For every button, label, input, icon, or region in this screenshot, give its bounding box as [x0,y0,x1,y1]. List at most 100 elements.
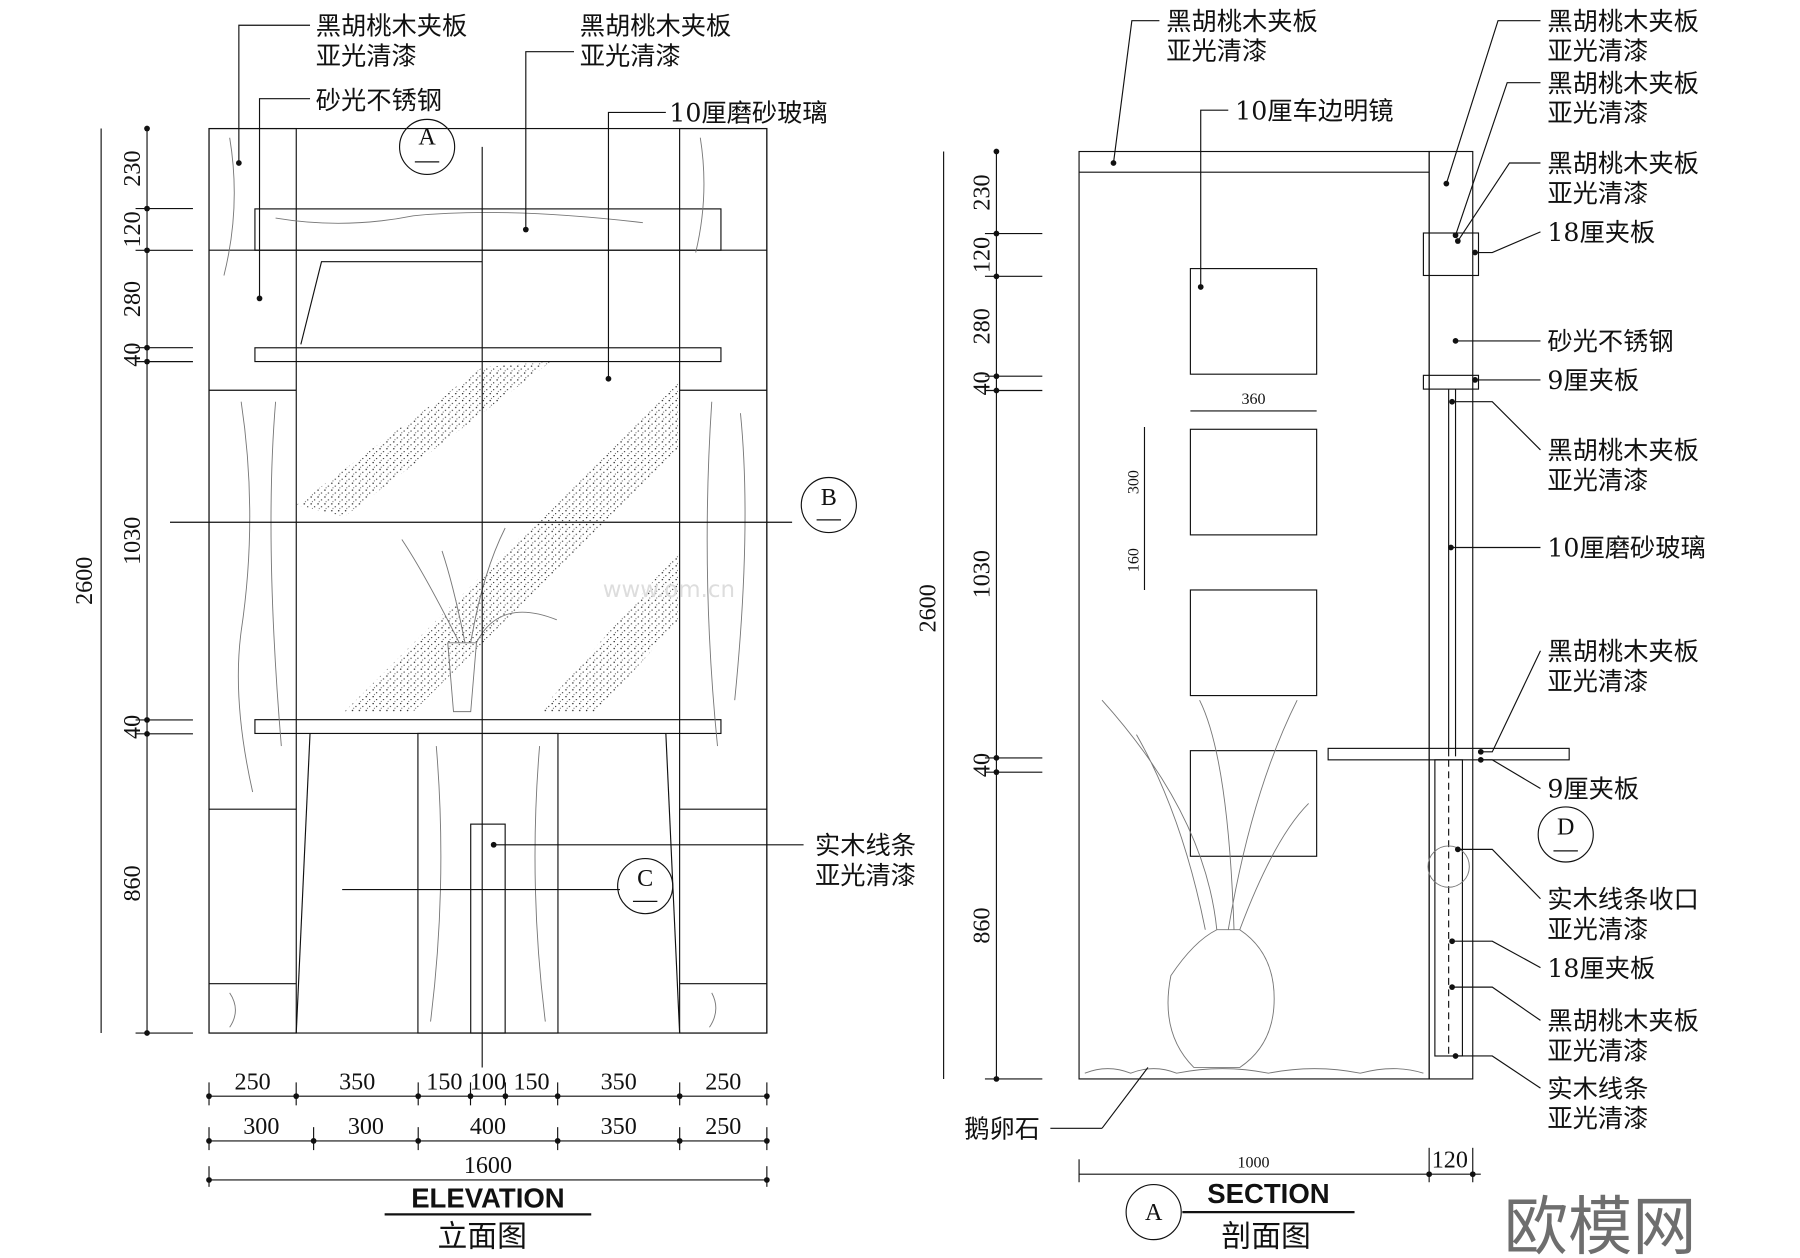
dim-label: 280 [120,281,146,317]
section-right-label: 9厘夹板 [1547,366,1639,395]
dim-label: 250 [235,1069,271,1095]
dim-label: 250 [705,1114,741,1140]
marker-a[interactable] [398,118,456,176]
dim-label: 860 [120,865,146,901]
label-lacquer-2: 亚光清漆 [580,41,681,70]
section-depth: 120 [1432,1147,1468,1173]
section-view: D — 黑胡桃木夹板亚光清漆黑胡桃木夹板亚光清漆黑胡桃木夹板亚光清漆18厘夹板砂… [916,7,1706,1255]
marker-a-label: A [418,125,436,151]
section-right-label: 黑胡桃木夹板 [1547,637,1699,666]
mirror-panel [1189,428,1318,536]
mirror-height: 300 [1126,470,1143,494]
section-label-pebbles: 鹅卵石 [964,1114,1040,1143]
watermark-url: www.om.cn [603,577,735,603]
mirror-gap: 160 [1126,548,1143,572]
marker-c-sub: — [632,887,658,913]
dim-label: 1030 [970,550,996,598]
marker-d[interactable] [1537,806,1594,863]
label-glass: 10厘磨砂玻璃 [669,99,827,128]
dim-label: 1030 [120,517,146,565]
dim-label: 150 [426,1069,462,1095]
dim-label: 860 [970,907,996,943]
section-right-label: 亚光清漆 [1547,915,1648,944]
marker-d-sub: — [1553,836,1579,862]
label-walnut-1: 黑胡桃木夹板 [316,11,468,40]
section-right-label: 亚光清漆 [1547,1036,1648,1065]
marker-c[interactable] [617,857,674,915]
marker-a-sub: — [414,148,440,174]
section-title: SECTION [1207,1178,1329,1209]
label-steel: 砂光不锈钢 [316,86,442,115]
label-lacquer-1: 亚光清漆 [316,41,417,70]
marker-b[interactable] [800,476,857,534]
section-right-label: 砂光不锈钢 [1547,327,1673,356]
dim-label: 40 [120,343,146,367]
dim-label: 230 [970,174,996,210]
marker-d-label: D [1557,814,1574,840]
dim-label: 350 [339,1069,375,1095]
mirror-panel [1189,589,1318,697]
section-title-cn: 剖面图 [1221,1220,1310,1255]
mirrors [1189,268,1318,857]
elevation-title-cn: 立面图 [437,1220,526,1255]
upper-shelf [254,347,722,363]
elevation-total-height: 2600 [72,557,98,605]
mirror-width: 360 [1241,391,1265,408]
dim-label: 250 [705,1069,741,1095]
section-right-label: 10厘磨砂玻璃 [1547,534,1705,563]
label-wood-line-finish: 亚光清漆 [815,861,916,890]
section-right-label: 亚光清漆 [1547,667,1648,696]
section-right-label: 9厘夹板 [1547,775,1639,804]
section-label-mirror: 10厘车边明镜 [1235,96,1393,125]
elevation-vertical-dims: 230 120 280 40 1030 40 860 [120,125,193,1036]
marker-c-label: C [637,866,653,892]
dim-label: 40 [970,753,996,777]
section-width: 1000 [1237,1154,1269,1171]
dim-label: 230 [120,150,146,186]
section-right-label: 亚光清漆 [1547,466,1648,495]
section-label-top-finish: 亚光清漆 [1166,37,1267,66]
dim-label: 40 [120,715,146,739]
section-right-label: 亚光清漆 [1547,37,1648,66]
section-marker[interactable] [1125,1183,1182,1241]
section-right-label: 18厘夹板 [1547,218,1655,247]
box-18mm [1422,232,1480,277]
elevation-total-width: 1600 [464,1153,512,1179]
frosted-glass [344,378,680,712]
label-wood-line: 实木线条 [815,831,916,860]
section-marker-label: A [1145,1200,1163,1226]
dim-label: 120 [120,211,146,247]
dim-label: 100 [470,1069,506,1095]
dim-label: 120 [970,237,996,273]
section-right-label: 亚光清漆 [1547,179,1648,208]
elevation-title: ELEVATION [411,1182,564,1213]
marker-b-sub: — [816,506,842,532]
section-right-label: 黑胡桃木夹板 [1547,7,1699,36]
mirror-panel [1189,268,1318,375]
dim-label: 300 [348,1114,384,1140]
dim-label: 300 [243,1114,279,1140]
dim-label: 150 [513,1069,549,1095]
section-label-top: 黑胡桃木夹板 [1166,7,1318,36]
section-right-label: 黑胡桃木夹板 [1547,149,1699,178]
section-total-height: 2600 [916,584,942,632]
section-right-label: 黑胡桃木夹板 [1547,436,1699,465]
dim-label: 400 [470,1114,506,1140]
mirror-panel [1189,750,1318,857]
label-walnut-2: 黑胡桃木夹板 [580,11,732,40]
watermark-logo: 欧模网 [1504,1190,1697,1258]
marker-b-label: B [821,485,837,511]
top-shelf [254,208,722,251]
section-right-label: 实木线条收口 [1547,885,1699,914]
wood-strip [470,823,506,1034]
dim-label: 280 [970,308,996,344]
left-column [208,127,297,1034]
section-right-label: 黑胡桃木夹板 [1547,1007,1699,1036]
section-leaders: 黑胡桃木夹板亚光清漆黑胡桃木夹板亚光清漆黑胡桃木夹板亚光清漆18厘夹板砂光不锈钢… [1443,7,1706,1133]
vase [1167,929,1275,1068]
section-right-label: 黑胡桃木夹板 [1547,69,1699,98]
lower-shelf [254,719,722,735]
